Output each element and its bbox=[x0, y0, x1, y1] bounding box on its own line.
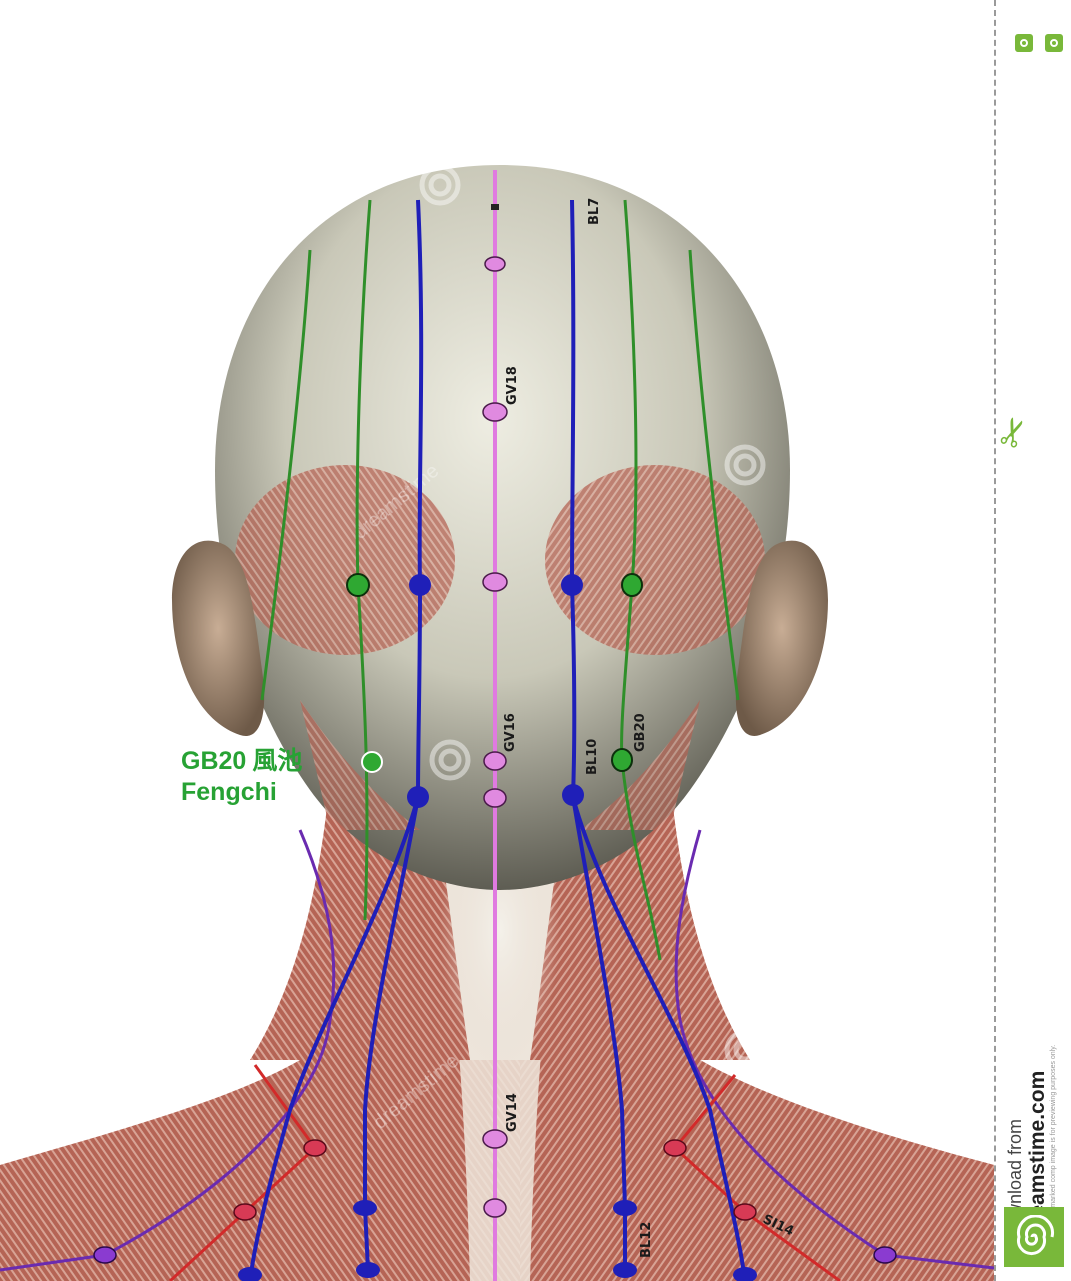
svg-text:dreamstime: dreamstime bbox=[679, 150, 773, 234]
label-bl7: BL7 bbox=[587, 198, 602, 225]
acupoint-gb-left bbox=[347, 574, 369, 596]
acupoint-gv13 bbox=[484, 1199, 506, 1217]
acupoint-bl10-left bbox=[407, 786, 429, 808]
acupoint-gv18 bbox=[483, 403, 507, 421]
acupoint-gv16 bbox=[484, 752, 506, 770]
fengchi-marker bbox=[362, 752, 382, 772]
svg-text:dreamstime: dreamstime bbox=[84, 740, 178, 824]
acupoint-gv17 bbox=[483, 573, 507, 591]
label-bl12: BL12 bbox=[639, 1222, 654, 1258]
callout-chinese: 風池 bbox=[252, 746, 302, 775]
callout-name: Fengchi bbox=[181, 777, 302, 808]
callout-code: GB20 bbox=[181, 747, 246, 775]
lightbox-icon bbox=[1045, 34, 1063, 52]
label-gb20-small: GB20 bbox=[633, 713, 648, 752]
acupoint-bl10-right bbox=[562, 784, 584, 806]
acupoint-bl-right-upper bbox=[561, 574, 583, 596]
right-occipital-muscle bbox=[545, 465, 765, 655]
spiral-logo-icon bbox=[1012, 1215, 1056, 1259]
label-gv14: GV14 bbox=[505, 1093, 520, 1132]
label-gv18: GV18 bbox=[505, 366, 520, 405]
acupoint-bl-left-upper bbox=[409, 574, 431, 596]
share-icon bbox=[1015, 34, 1033, 52]
acupoint-gv15 bbox=[484, 789, 506, 807]
label-gv16: GV16 bbox=[503, 713, 518, 752]
dreamstime-logo bbox=[1004, 1207, 1064, 1267]
svg-text:dreamstime: dreamstime bbox=[84, 150, 178, 234]
acupoint-gb-right bbox=[622, 574, 642, 596]
acupoint-gv-top bbox=[485, 257, 505, 271]
acupoint-gv14 bbox=[483, 1130, 507, 1148]
label-bl10: BL10 bbox=[585, 739, 600, 775]
acupoint-gb20-right bbox=[612, 749, 632, 771]
